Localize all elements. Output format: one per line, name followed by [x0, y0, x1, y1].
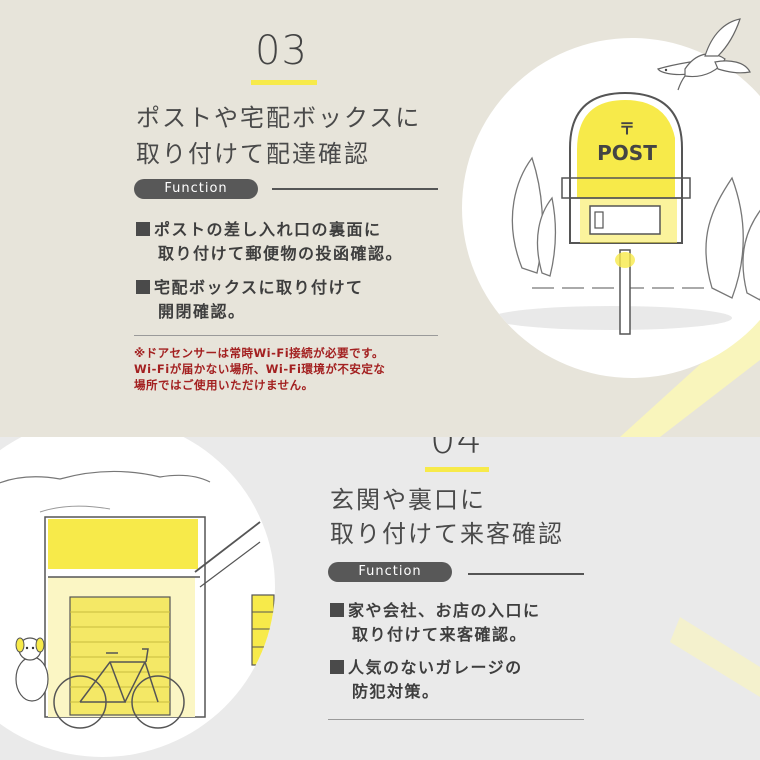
- function-rule: [272, 188, 438, 190]
- feature-text: ポストの差し入れ口の裏面に: [154, 220, 382, 239]
- bullet-square-icon: [330, 603, 344, 617]
- section-title-line1: 玄関や裏口に: [330, 486, 486, 514]
- feature-item-1: ポストの差し入れ口の裏面に 取り付けて郵便物の投函確認。: [136, 218, 403, 266]
- feature-item-1: 家や会社、お店の入口に 取り付けて来客確認。: [330, 599, 541, 647]
- feature-text: 取り付けて郵便物の投函確認。: [158, 244, 404, 263]
- section-number: 04: [430, 437, 483, 463]
- light-beam-decoration: [670, 617, 760, 697]
- function-rule: [468, 573, 584, 575]
- section-03: 〒 POST 03 ポストや宅配ボックスに 取り付けて配達確認 Function…: [0, 0, 760, 437]
- note-line: ※ドアセンサーは常時Wi-Fi接続が必要です。: [134, 346, 384, 360]
- post-label: POST: [597, 141, 657, 165]
- feature-text: 開閉確認。: [158, 302, 246, 321]
- feature-text: 防犯対策。: [352, 682, 440, 701]
- feature-text: 人気のないガレージの: [348, 658, 523, 677]
- mailbox-illustration: 〒 POST: [492, 91, 760, 335]
- bicycle-illustration: [53, 648, 185, 729]
- note-line: 場所ではご使用いただけません。: [134, 378, 314, 392]
- function-pill: Function: [328, 562, 452, 582]
- postal-mark: 〒: [619, 119, 635, 138]
- feature-item-2: 宅配ボックスに取り付けて 開閉確認。: [136, 276, 364, 324]
- feature-text: 取り付けて来客確認。: [352, 625, 528, 644]
- number-underline: [425, 467, 489, 472]
- section-04: 04 玄関や裏口に 取り付けて来客確認 Function 家や会社、お店の入口に…: [0, 437, 760, 760]
- section-number: 03: [255, 28, 308, 74]
- number-underline: [251, 80, 317, 85]
- feature-text: 宅配ボックスに取り付けて: [154, 278, 364, 297]
- bullet-square-icon: [136, 280, 150, 294]
- bullet-square-icon: [330, 660, 344, 674]
- note-divider: [134, 335, 438, 336]
- mailbox-circle: 〒 POST: [462, 38, 760, 378]
- bullet-square-icon: [136, 222, 150, 236]
- garage-illustration: [0, 470, 275, 729]
- bottom-divider: [328, 719, 584, 720]
- section-title-line1: ポストや宅配ボックスに: [136, 104, 422, 132]
- bird-illustration: [657, 18, 751, 91]
- section-title-line2: 取り付けて来客確認: [330, 520, 564, 548]
- feature-text: 家や会社、お店の入口に: [348, 601, 541, 620]
- wifi-note: ※ドアセンサーは常時Wi-Fi接続が必要です。 Wi-Fiが届かない場所、Wi-…: [134, 345, 385, 393]
- note-line: Wi-Fiが届かない場所、Wi-Fi環境が不安定な: [134, 362, 386, 376]
- feature-item-2: 人気のないガレージの 防犯対策。: [330, 656, 523, 704]
- dog-illustration: [15, 637, 49, 702]
- function-pill: Function: [134, 179, 258, 199]
- section-title-line2: 取り付けて配達確認: [136, 140, 370, 168]
